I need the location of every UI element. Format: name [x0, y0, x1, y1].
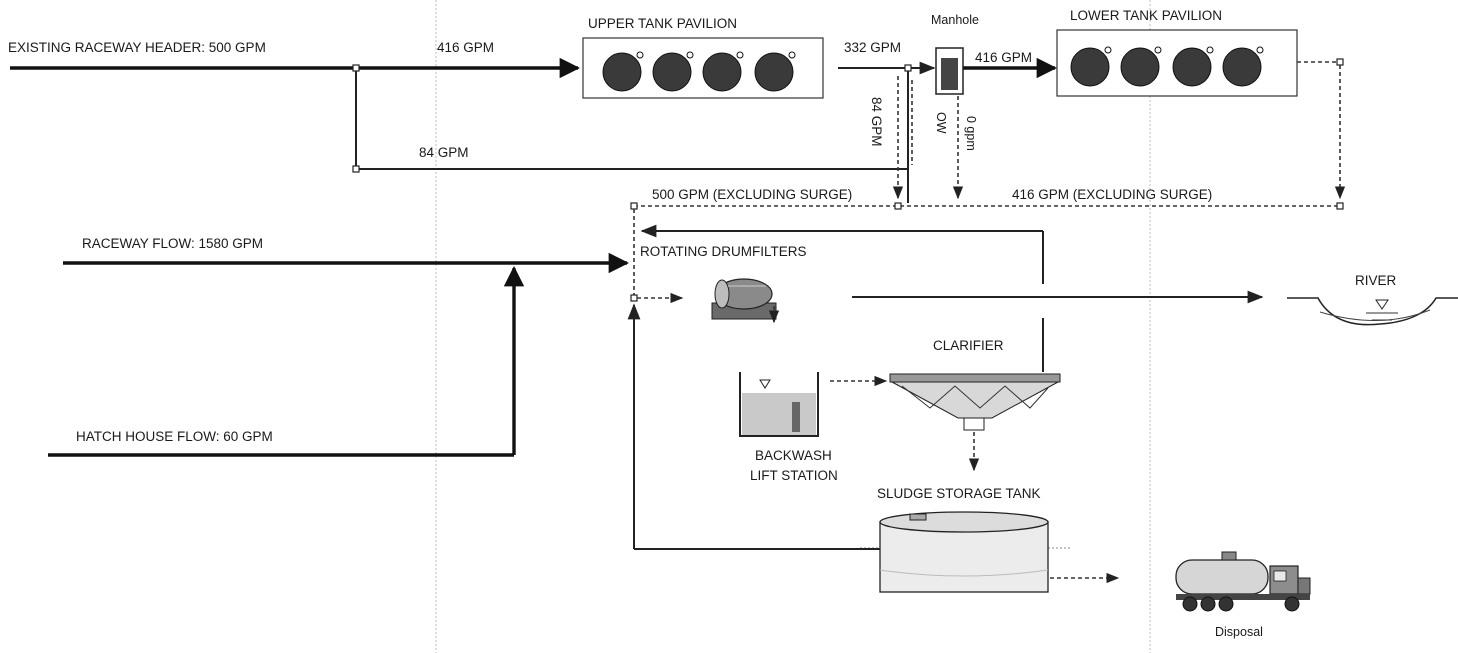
truck-tank-hatch — [1221, 551, 1237, 561]
existing-raceway-header: EXISTING RACEWAY HEADER: 500 GPM 416 GPM… — [8, 40, 908, 173]
drain-node — [630, 202, 638, 210]
sludge-tank-roof — [879, 511, 1049, 533]
zero-gpm-label: 0 gpm — [964, 116, 978, 151]
truck-window — [1273, 570, 1287, 582]
clarifier-cone — [891, 381, 1059, 419]
clarifier-top — [889, 373, 1061, 383]
tank-icon — [1120, 47, 1160, 87]
flow-416-label: 416 GPM — [437, 40, 494, 55]
drum-filter-icon — [711, 278, 780, 324]
flow-416-mid-label: 416 GPM — [975, 50, 1032, 65]
tank-inlet-icon — [686, 51, 694, 59]
truck-wheel — [1218, 596, 1234, 612]
sludge-tank-body — [879, 521, 1049, 593]
truck-wheel — [1284, 596, 1300, 612]
drain-node — [894, 202, 902, 210]
raceway-flow-label: RACEWAY FLOW: 1580 GPM — [82, 236, 263, 251]
truck-wheel — [1182, 596, 1198, 612]
excl-500-label: 500 GPM (EXCLUDING SURGE) — [652, 187, 852, 202]
tank-inlet-icon — [1206, 46, 1214, 54]
manhole-label: Manhole — [931, 13, 979, 27]
sludge-tank-hatch — [909, 513, 927, 521]
backwash-lift-station: BACKWASH LIFT STATION — [739, 372, 838, 483]
tank-inlet-icon — [1256, 46, 1264, 54]
upper-tank-pavilion: UPPER TANK PAVILION — [582, 16, 824, 99]
lift-station-walls — [739, 372, 819, 437]
tank-icon — [702, 52, 742, 92]
sludge-tank-shading — [879, 569, 1049, 577]
flow-84-vertical-label: 84 GPM — [869, 97, 884, 147]
tank-icon — [602, 52, 642, 92]
truck-chassis — [1176, 594, 1310, 600]
water-level-icon — [1375, 299, 1389, 310]
disposal-label: Disposal — [1215, 625, 1263, 639]
tank-icon — [1172, 47, 1212, 87]
lower-corner-node — [1336, 58, 1344, 66]
manhole: Manhole OW 0 gpm — [931, 13, 979, 151]
lift-station-water — [742, 393, 816, 435]
existing-header-label: EXISTING RACEWAY HEADER: 500 GPM — [8, 40, 266, 55]
tank-inlet-icon — [636, 51, 644, 59]
tank-icon — [1222, 47, 1262, 87]
tank-inlet-icon — [1104, 46, 1112, 54]
tank-inlet-icon — [1154, 46, 1162, 54]
drain-node — [1336, 202, 1344, 210]
lift-pump-icon — [792, 402, 800, 432]
lower-tanks — [1070, 46, 1264, 87]
manhole-fill — [941, 58, 958, 90]
excl-416-label: 416 GPM (EXCLUDING SURGE) — [1012, 187, 1212, 202]
bypass-corner-node — [352, 165, 360, 173]
river-water — [1319, 309, 1431, 322]
ow-label: OW — [934, 112, 948, 134]
flow-84-label: 84 GPM — [419, 145, 469, 160]
drain-header: 500 GPM (EXCLUDING SURGE) 416 GPM (EXCLU… — [630, 187, 1344, 295]
clarifier-outlet — [963, 417, 985, 431]
tank-inlet-icon — [788, 51, 796, 59]
disposal-truck-icon — [1175, 551, 1311, 612]
upper-tanks — [602, 51, 796, 92]
backwash-label-1: BACKWASH — [755, 448, 832, 463]
clarifier-label: CLARIFIER — [933, 338, 1004, 353]
sludge-tank-label: SLUDGE STORAGE TANK — [877, 486, 1041, 501]
truck-tank — [1175, 559, 1269, 595]
clarifier-truss — [901, 385, 1049, 409]
tank-icon — [652, 52, 692, 92]
tank-inlet-icon — [736, 51, 744, 59]
flow-332-label: 332 GPM — [844, 40, 901, 55]
lower-pavilion-label: LOWER TANK PAVILION — [1070, 8, 1222, 23]
split-node — [352, 64, 360, 72]
sludge-storage-tank — [860, 511, 1070, 593]
river: RIVER — [1287, 273, 1458, 326]
truck-wheel — [1200, 596, 1216, 612]
truck-hood — [1297, 577, 1311, 595]
tank-icon — [754, 52, 794, 92]
lift-water-level-icon — [759, 379, 771, 389]
lower-tank-pavilion: LOWER TANK PAVILION — [1056, 8, 1298, 97]
river-label: RIVER — [1355, 273, 1397, 288]
tank-icon — [1070, 47, 1110, 87]
filter-inlet-node — [630, 294, 638, 302]
filter-drum-end — [714, 279, 730, 309]
river-bank — [1287, 297, 1458, 326]
backwash-label-2: LIFT STATION — [750, 468, 838, 483]
drumfilters-label: ROTATING DRUMFILTERS — [640, 244, 807, 259]
upper-pavilion-label: UPPER TANK PAVILION — [588, 16, 737, 31]
clarifier: CLARIFIER — [889, 338, 1061, 472]
junction-node — [904, 64, 912, 72]
hatch-flow-label: HATCH HOUSE FLOW: 60 GPM — [76, 429, 273, 444]
